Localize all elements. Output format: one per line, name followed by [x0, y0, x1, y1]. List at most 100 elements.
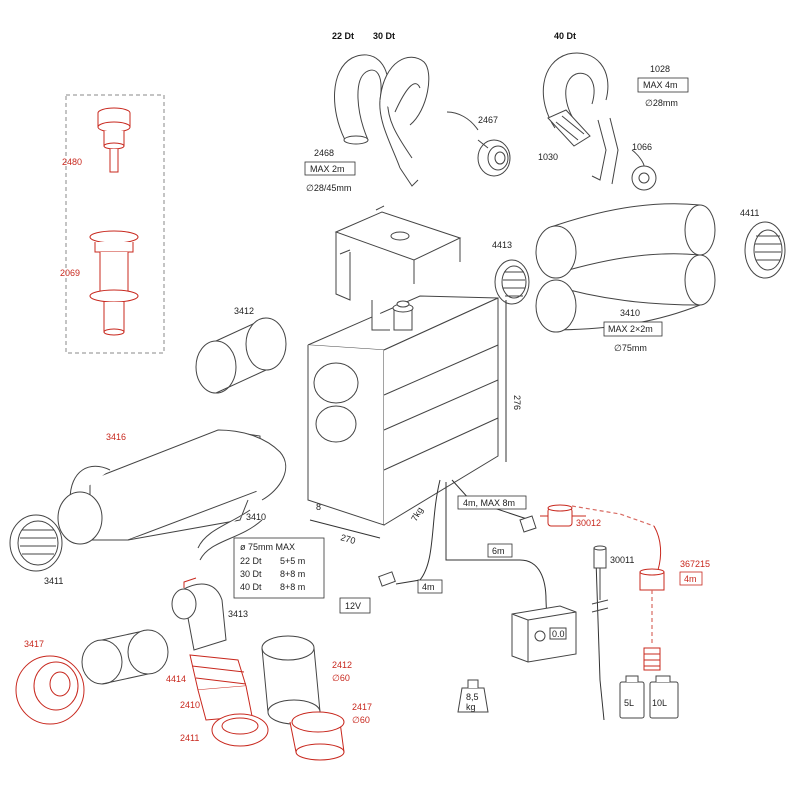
label-2467: 2467 [478, 115, 498, 125]
grille-3411-left-shape [9, 514, 63, 572]
table-row-size: 22 Dt [240, 556, 262, 566]
table-row-value: 8+8 m [280, 569, 305, 579]
mounting-bracket-shape [334, 205, 462, 301]
label-1028-max: MAX 4m [643, 80, 678, 90]
label-3410-left: 3410 [246, 512, 266, 522]
label-1028: 1028 [650, 64, 670, 74]
duct-3412-shape [195, 317, 287, 394]
label-2411: 2411 [180, 733, 199, 743]
duct-length-table: ø 75mm MAX 22 Dt 5+5 m 30 Dt 8+8 m 40 Dt… [233, 537, 325, 599]
label-30011: 30011 [610, 555, 634, 565]
label-width: 270 [339, 532, 356, 546]
filter-30011-shape [591, 545, 609, 613]
table-row-size: 30 Dt [240, 569, 262, 579]
weight-unit: kg [466, 702, 476, 712]
label-3410-right-max: MAX 2×2m [608, 324, 653, 334]
table-row-value: 8+8 m [280, 582, 305, 592]
label-2468-dia: ∅28/45mm [306, 183, 351, 193]
label-2412: 2412 [332, 660, 352, 670]
pipe-2412-shape [261, 635, 321, 725]
box-367215-len [679, 571, 703, 586]
label-cable-4m: 4m [422, 582, 435, 592]
label-3411-left: 3411 [44, 576, 63, 586]
cap-2417-shape [289, 711, 345, 761]
label-2417: 2417 [352, 702, 372, 712]
weight-value: 8,5 [466, 692, 479, 702]
label-2417-dia: ∅60 [352, 715, 370, 725]
label-367215-len: 4m [684, 574, 697, 584]
label-3416: 3416 [106, 432, 126, 442]
twin-duct-3410-right-shape [535, 203, 716, 333]
tank-10l-shape: 10L [649, 675, 679, 719]
box-3410-right-max [603, 321, 663, 337]
box-fuel-line [457, 495, 527, 510]
elbow-3413-shape [171, 577, 227, 651]
label-1030: 1030 [538, 152, 558, 162]
optional-parts-dashed-box [65, 94, 165, 354]
tank-10l-label: 10L [652, 698, 667, 708]
label-3412: 3412 [234, 306, 254, 316]
label-30dt: 30 Dt [373, 31, 395, 41]
box-voltage [339, 597, 371, 614]
tank-5l-label: 5L [624, 698, 634, 708]
standpipe-367215-shape [639, 525, 665, 671]
vent-4411-shape [744, 221, 786, 279]
box-2468-max [304, 161, 356, 176]
label-2468: 2468 [314, 148, 334, 158]
table-row-size: 40 Dt [240, 582, 262, 592]
label-30012: 30012 [576, 518, 601, 528]
label-1028-dia: ∅28mm [645, 98, 678, 108]
label-2480: 2480 [62, 157, 82, 167]
label-3410-right-dia: ∅75mm [614, 343, 647, 353]
duct-1030-shape [542, 52, 619, 185]
width-dimension-line [309, 519, 381, 539]
box-1028-max [637, 77, 689, 93]
label-1066: 1066 [632, 142, 652, 152]
fuel-pump-dashed-line [571, 505, 655, 527]
label-4413: 4413 [492, 240, 512, 250]
fuel-pump-30012-shape [519, 504, 586, 533]
label-depth: 8 [316, 502, 321, 512]
label-2412-dia: ∅60 [332, 673, 350, 683]
label-height: 276 [512, 395, 522, 410]
tank-line [595, 559, 605, 721]
label-2410: 2410 [180, 700, 200, 710]
table-header: ø 75mm MAX [240, 542, 295, 552]
duct-3410-left-edge [197, 509, 251, 549]
grille-4413-shape [494, 259, 530, 305]
weight-block-shape: 8,5 kg [457, 679, 489, 713]
box-cable-6m [487, 543, 513, 558]
label-4414: 4414 [166, 674, 186, 684]
label-2069: 2069 [60, 268, 80, 278]
label-3413: 3413 [228, 609, 248, 619]
duct-2468-shape [334, 54, 430, 187]
label-40dt: 40 Dt [554, 31, 576, 41]
part-2480-shape [97, 107, 131, 173]
label-2468-max: MAX 2m [310, 164, 345, 174]
table-frame [233, 537, 325, 599]
label-cable-6m: 6m [492, 546, 505, 556]
label-3410-right: 3410 [620, 308, 640, 318]
vent-2467-shape [446, 111, 511, 177]
control-panel-shape: 0.0 [511, 605, 577, 663]
tank-5l-shape: 5L [619, 675, 645, 719]
panel-knob-icon [534, 630, 546, 642]
control-cable [445, 482, 547, 601]
part-2069-shape [89, 230, 139, 336]
label-fuel-line: 4m, MAX 8m [463, 498, 515, 508]
label-4411-right: 4411 [740, 208, 759, 218]
label-voltage: 12V [345, 601, 361, 611]
duct-3410-left-shape [199, 519, 263, 561]
panel-display-value: 0.0 [552, 629, 565, 639]
label-3417: 3417 [24, 639, 44, 649]
cable-plug-shape [378, 571, 396, 587]
label-22dt: 22 Dt [332, 31, 354, 41]
power-cable [395, 479, 441, 585]
panel-display [549, 627, 567, 640]
roof-terminal-2410-shape [189, 654, 269, 747]
table-row-value: 5+5 m [280, 556, 305, 566]
vent-1066-shape [631, 149, 657, 191]
heater-unit-shape [307, 295, 499, 526]
